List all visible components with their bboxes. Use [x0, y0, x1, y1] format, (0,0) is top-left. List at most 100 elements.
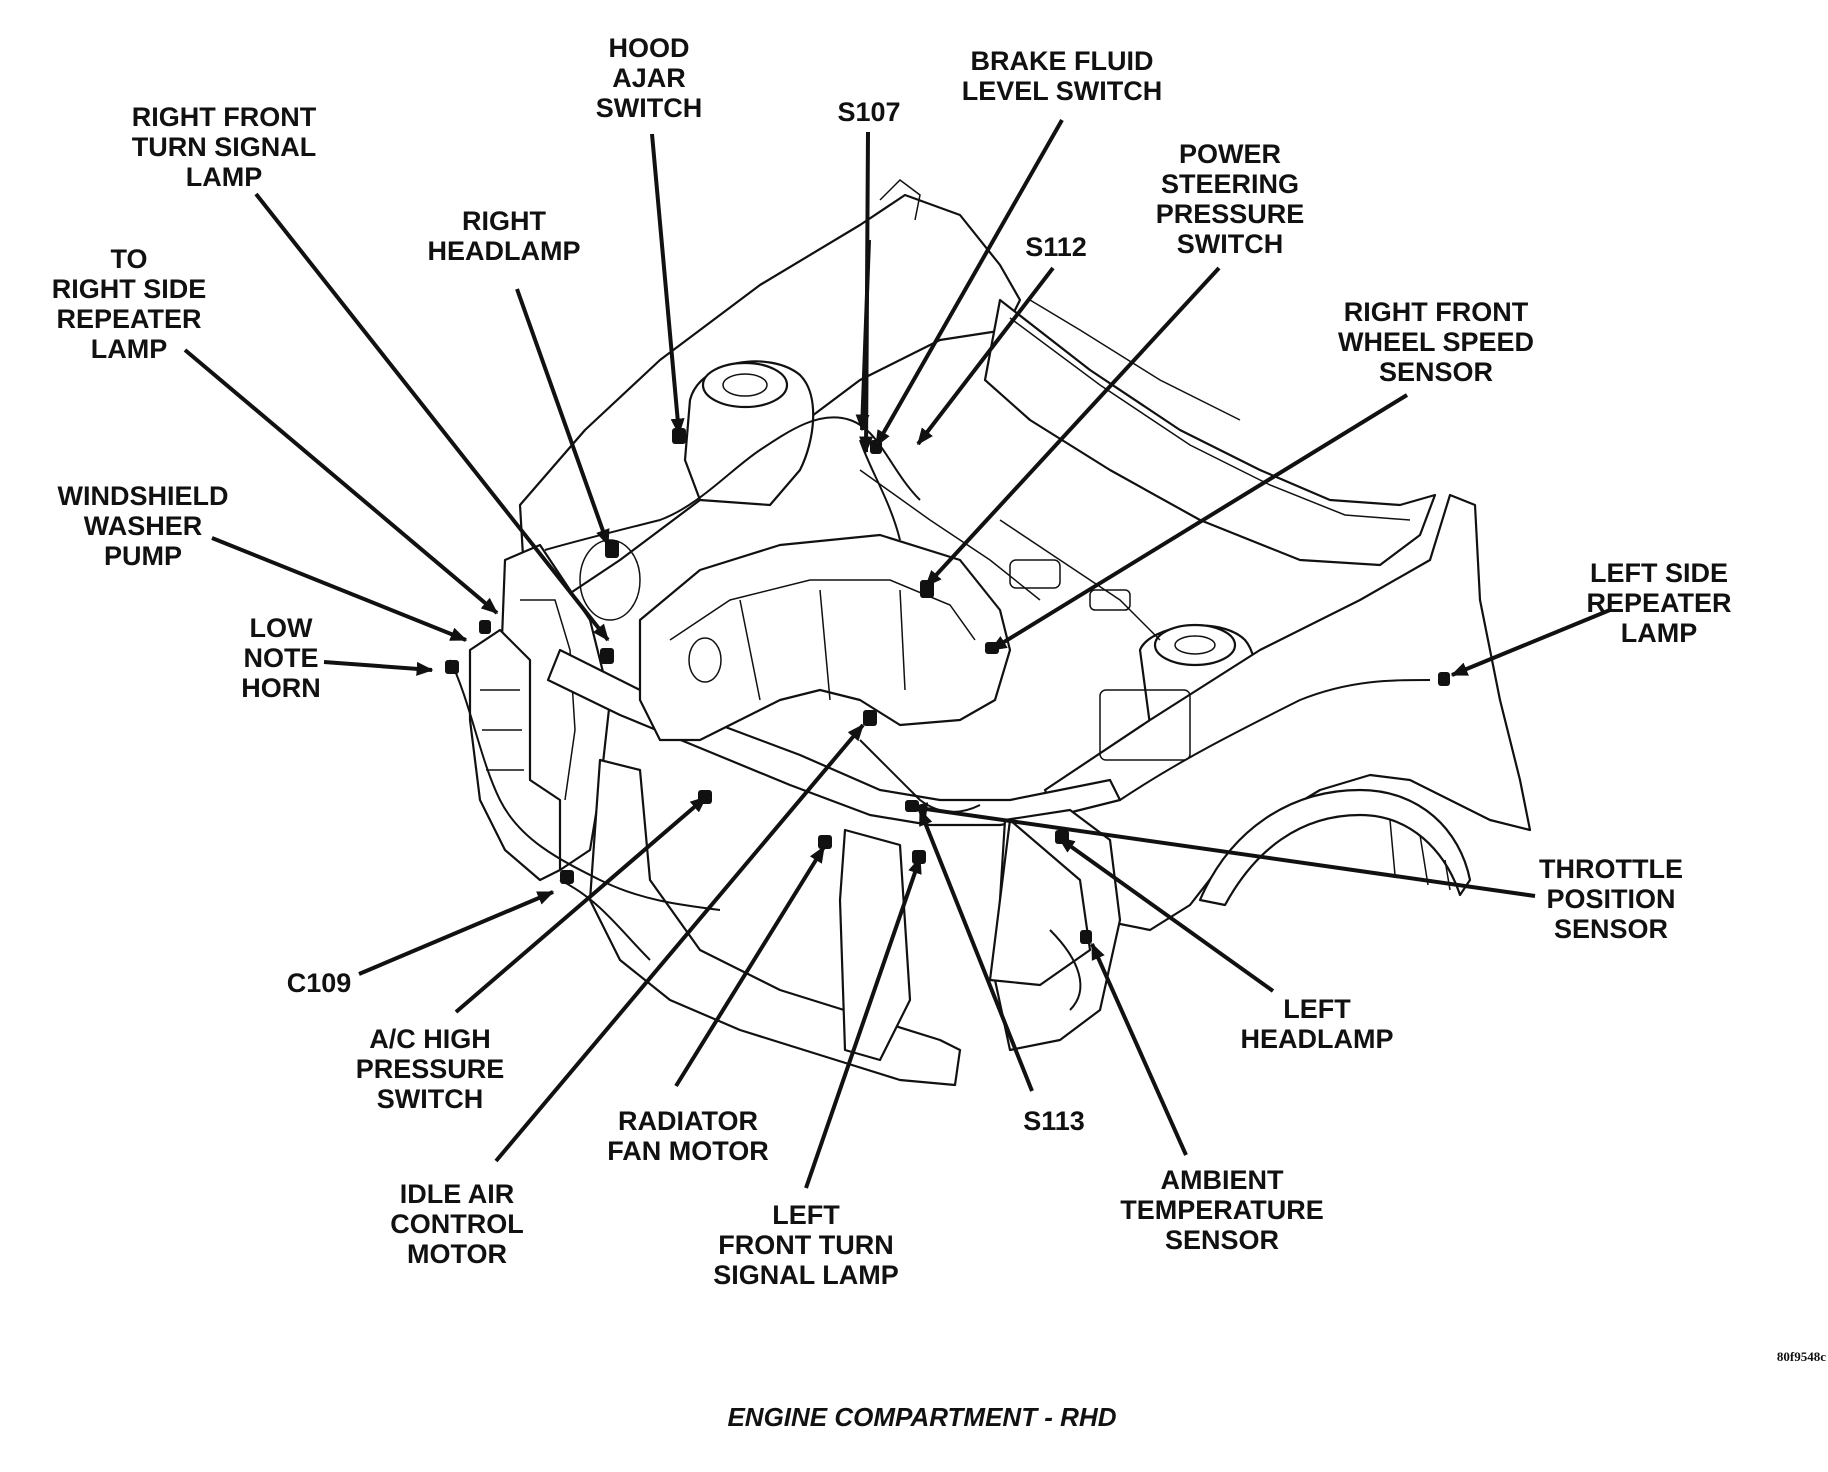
- figure-caption: ENGINE COMPARTMENT - RHD: [727, 1402, 1116, 1432]
- label-power-steering-pressure-switch-line: PRESSURE: [1156, 199, 1305, 229]
- label-ambient-temperature-sensor-line: SENSOR: [1165, 1225, 1279, 1255]
- label-s113: S113: [1023, 1106, 1085, 1136]
- label-to-right-side-repeater-lamp-line: LAMP: [91, 334, 168, 364]
- s107-leader-branch: [855, 239, 871, 432]
- label-to-right-side-repeater-lamp-line: REPEATER: [56, 304, 201, 334]
- label-hood-ajar-switch-line: HOOD: [609, 33, 690, 63]
- right-front-wheel-speed-sensor-leader: [989, 393, 1409, 652]
- label-left-side-repeater-lamp-line: LAMP: [1621, 618, 1698, 648]
- label-ac-high-pressure-switch-line: A/C HIGH: [369, 1024, 491, 1054]
- label-to-right-side-repeater-lamp-line: RIGHT SIDE: [52, 274, 207, 304]
- label-windshield-washer-pump-line: PUMP: [104, 541, 182, 571]
- label-throttle-position-sensor-line: SENSOR: [1554, 914, 1668, 944]
- label-s107: S107: [837, 97, 900, 127]
- left-headlamp-leader: [1057, 836, 1275, 993]
- label-ac-high-pressure-switch-line: SWITCH: [377, 1084, 483, 1114]
- label-hood-ajar-switch-line: AJAR: [612, 63, 686, 93]
- brake-fluid-level-switch-leader: [874, 119, 1064, 448]
- vehicle-body-drawing: [445, 179, 1532, 1087]
- label-left-front-turn-signal-lamp-line: SIGNAL LAMP: [713, 1260, 899, 1290]
- label-left-front-turn-signal-lamp-line: LEFT: [772, 1200, 840, 1230]
- label-to-right-side-repeater-lamp-line: TO: [110, 244, 147, 274]
- label-s113-line: S113: [1023, 1106, 1085, 1136]
- hood-ajar-switch-leader: [650, 133, 685, 436]
- left-side-repeater-lamp-leader: [1450, 608, 1611, 677]
- label-right-headlamp-line: HEADLAMP: [428, 236, 581, 266]
- label-right-headlamp-line: RIGHT: [462, 206, 547, 236]
- label-right-front-wheel-speed-sensor-line: RIGHT FRONT: [1344, 297, 1529, 327]
- ambient-temperature-sensor-leader: [1090, 942, 1188, 1156]
- label-brake-fluid-level-switch-line: LEVEL SWITCH: [962, 76, 1163, 106]
- to-right-side-repeater-lamp-leader: [183, 348, 499, 615]
- label-ac-high-pressure-switch-line: PRESSURE: [356, 1054, 505, 1084]
- label-hood-ajar-switch-line: SWITCH: [596, 93, 702, 123]
- label-idle-air-control-motor-line: CONTROL: [390, 1209, 523, 1239]
- idle-air-control-motor-leader: [494, 723, 865, 1163]
- label-brake-fluid-level-switch-line: BRAKE FLUID: [971, 46, 1154, 76]
- label-low-note-horn-line: HORN: [241, 673, 321, 703]
- ac-high-pressure-switch-leader: [454, 795, 708, 1014]
- label-radiator-fan-motor-line: FAN MOTOR: [607, 1136, 769, 1166]
- label-left-headlamp-line: LEFT: [1283, 994, 1351, 1024]
- windshield-washer-pump-leader: [211, 536, 468, 642]
- label-s107-line: S107: [837, 97, 900, 127]
- low-note-horn-leader: [323, 660, 434, 676]
- figure-id: 80f9548c: [1777, 1349, 1826, 1364]
- label-left-front-turn-signal-lamp-line: FRONT TURN: [718, 1230, 893, 1260]
- right-headlamp-leader: [515, 288, 610, 547]
- left-front-turn-signal-lamp-leader: [804, 856, 922, 1189]
- label-s112-line: S112: [1025, 232, 1087, 262]
- label-left-side-repeater-lamp-line: REPEATER: [1586, 588, 1731, 618]
- label-power-steering-pressure-switch-line: POWER: [1179, 139, 1281, 169]
- label-throttle-position-sensor-line: POSITION: [1546, 884, 1675, 914]
- label-s112: S112: [1025, 232, 1087, 262]
- throttle-position-sensor-leader: [910, 802, 1536, 898]
- label-c109-line: C109: [287, 968, 352, 998]
- label-windshield-washer-pump-line: WASHER: [84, 511, 203, 541]
- label-c109: C109: [287, 968, 352, 998]
- s113-leader: [918, 808, 1034, 1092]
- label-left-headlamp-line: HEADLAMP: [1241, 1024, 1394, 1054]
- label-right-front-turn-signal-lamp-line: LAMP: [186, 162, 263, 192]
- label-right-front-turn-signal-lamp-line: TURN SIGNAL: [132, 132, 317, 162]
- label-idle-air-control-motor-line: IDLE AIR: [400, 1179, 515, 1209]
- c109-leader: [358, 890, 555, 976]
- leader-arrows: [183, 119, 1611, 1189]
- label-throttle-position-sensor-line: THROTTLE: [1539, 854, 1683, 884]
- label-right-front-wheel-speed-sensor-line: SENSOR: [1379, 357, 1493, 387]
- radiator-fan-motor-leader: [674, 845, 826, 1088]
- label-radiator-fan-motor-line: RADIATOR: [618, 1106, 758, 1136]
- label-low-note-horn-line: LOW: [250, 613, 313, 643]
- label-idle-air-control-motor-line: MOTOR: [407, 1239, 507, 1269]
- label-windshield-washer-pump-line: WINDSHIELD: [58, 481, 229, 511]
- power-steering-pressure-switch-leader: [924, 266, 1221, 588]
- right-front-turn-signal-lamp-leader: [254, 192, 610, 642]
- label-power-steering-pressure-switch-line: STEERING: [1161, 169, 1299, 199]
- label-power-steering-pressure-switch-line: SWITCH: [1177, 229, 1283, 259]
- label-right-front-wheel-speed-sensor-line: WHEEL SPEED: [1338, 327, 1534, 357]
- label-ambient-temperature-sensor-line: AMBIENT: [1161, 1165, 1284, 1195]
- label-left-side-repeater-lamp-line: LEFT SIDE: [1590, 558, 1728, 588]
- label-right-front-turn-signal-lamp-line: RIGHT FRONT: [132, 102, 317, 132]
- s112-leader: [916, 266, 1055, 446]
- label-ambient-temperature-sensor-line: TEMPERATURE: [1120, 1195, 1324, 1225]
